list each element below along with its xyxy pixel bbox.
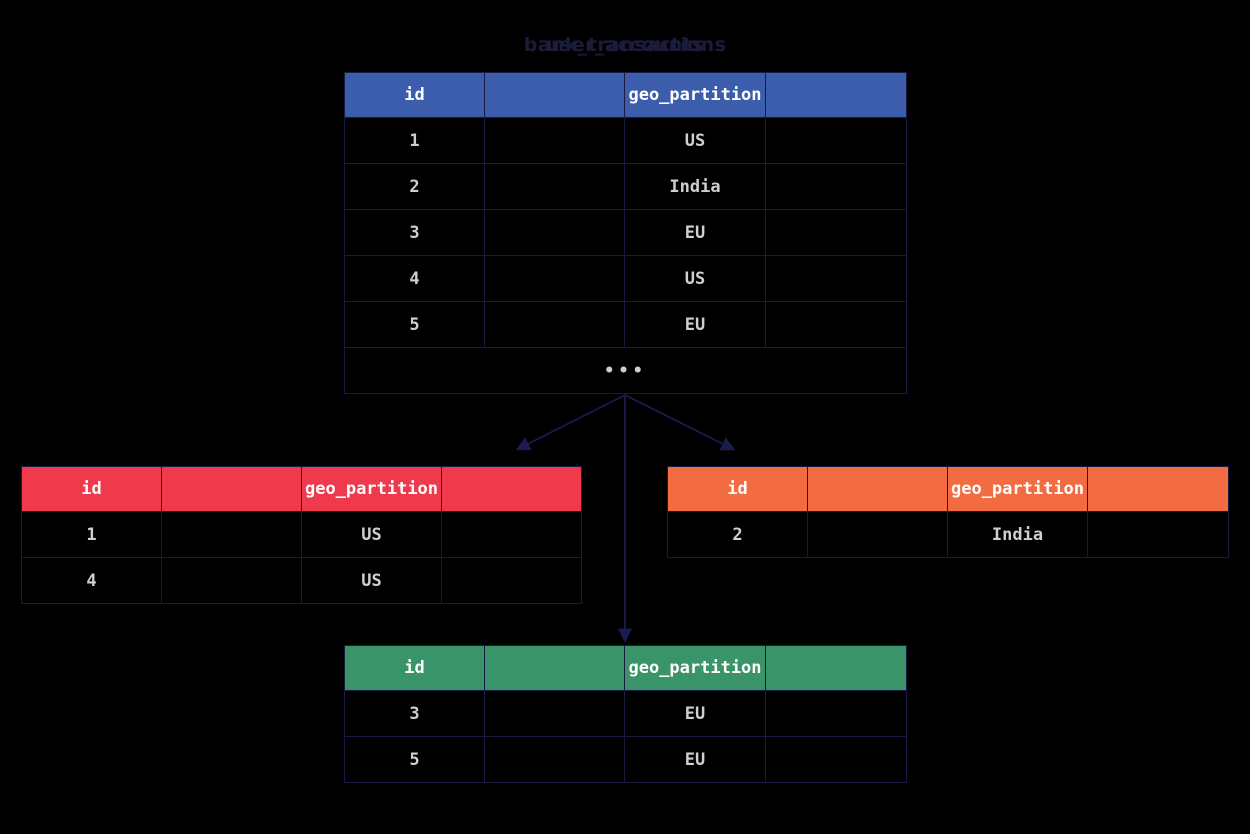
column-header-geo-partition: geo_partition bbox=[947, 466, 1088, 512]
cell-id: 1 bbox=[344, 117, 485, 164]
cell-id: 3 bbox=[344, 209, 485, 256]
table-row: 5 EU bbox=[344, 301, 907, 348]
cell-id: 5 bbox=[344, 301, 485, 348]
column-header-blank-2 bbox=[765, 645, 907, 691]
column-header-geo-partition: geo_partition bbox=[624, 645, 766, 691]
table-row: 3 EU bbox=[344, 690, 907, 737]
cell-id: 4 bbox=[21, 557, 162, 604]
table-row: 1 US bbox=[21, 511, 582, 558]
column-header-blank-1 bbox=[484, 645, 625, 691]
cell-blank-1 bbox=[484, 117, 625, 164]
column-header-geo-partition: geo_partition bbox=[624, 72, 766, 118]
cell-geo-partition: EU bbox=[624, 301, 766, 348]
table-header-row: id geo_partition bbox=[667, 466, 1229, 512]
cell-blank-1 bbox=[161, 511, 302, 558]
cell-geo-partition: EU bbox=[624, 209, 766, 256]
table-row-ellipsis: ••• bbox=[344, 347, 907, 394]
arrow-to-us-table bbox=[515, 394, 626, 451]
cell-geo-partition: US bbox=[301, 511, 442, 558]
cell-blank-2 bbox=[765, 163, 907, 210]
column-header-blank-1 bbox=[484, 72, 625, 118]
cell-blank-1 bbox=[484, 255, 625, 302]
cell-blank-1 bbox=[484, 163, 625, 210]
cell-geo-partition: US bbox=[624, 117, 766, 164]
main-table-title-secondary: user_accounts bbox=[546, 34, 704, 56]
table-header-row: id geo_partition bbox=[21, 466, 582, 512]
partition-table-us: id geo_partition 1 US 4 US bbox=[21, 466, 582, 604]
table-header-row: id geo_partition bbox=[344, 645, 907, 691]
table-header-row: id geo_partition bbox=[344, 72, 907, 118]
table-row: 2 India bbox=[344, 163, 907, 210]
column-header-geo-partition: geo_partition bbox=[301, 466, 442, 512]
ellipsis-indicator: ••• bbox=[344, 347, 907, 394]
column-header-blank-2 bbox=[1087, 466, 1229, 512]
column-header-id: id bbox=[667, 466, 808, 512]
cell-id: 5 bbox=[344, 736, 485, 783]
cell-id: 2 bbox=[344, 163, 485, 210]
cell-geo-partition: US bbox=[301, 557, 442, 604]
cell-id: 1 bbox=[21, 511, 162, 558]
column-header-blank-1 bbox=[807, 466, 948, 512]
cell-id: 4 bbox=[344, 255, 485, 302]
cell-geo-partition: US bbox=[624, 255, 766, 302]
table-row: 3 EU bbox=[344, 209, 907, 256]
column-header-id: id bbox=[344, 645, 485, 691]
column-header-blank-2 bbox=[441, 466, 582, 512]
table-row: 4 US bbox=[344, 255, 907, 302]
cell-blank-2 bbox=[765, 301, 907, 348]
arrow-to-india-table bbox=[624, 394, 736, 451]
cell-geo-partition: India bbox=[947, 511, 1088, 558]
main-table-title-primary: bank_transactions bbox=[523, 34, 727, 56]
partition-table-eu: id geo_partition 3 EU 5 EU bbox=[344, 645, 907, 783]
cell-blank-2 bbox=[1087, 511, 1229, 558]
table-row: 4 US bbox=[21, 557, 582, 604]
cell-blank-1 bbox=[484, 690, 625, 737]
cell-blank-1 bbox=[484, 301, 625, 348]
column-header-id: id bbox=[344, 72, 485, 118]
table-row: 2 India bbox=[667, 511, 1229, 558]
cell-id: 3 bbox=[344, 690, 485, 737]
cell-blank-2 bbox=[765, 736, 907, 783]
partition-table-india: id geo_partition 2 India bbox=[667, 466, 1229, 558]
cell-geo-partition: EU bbox=[624, 690, 766, 737]
cell-blank-2 bbox=[765, 209, 907, 256]
table-row: 1 US bbox=[344, 117, 907, 164]
cell-blank-1 bbox=[807, 511, 948, 558]
cell-blank-1 bbox=[484, 736, 625, 783]
column-header-id: id bbox=[21, 466, 162, 512]
cell-geo-partition: EU bbox=[624, 736, 766, 783]
cell-blank-2 bbox=[765, 117, 907, 164]
cell-blank-2 bbox=[441, 557, 582, 604]
cell-blank-2 bbox=[441, 511, 582, 558]
cell-id: 2 bbox=[667, 511, 808, 558]
cell-blank-1 bbox=[161, 557, 302, 604]
column-header-blank-1 bbox=[161, 466, 302, 512]
cell-blank-2 bbox=[765, 255, 907, 302]
cell-blank-1 bbox=[484, 209, 625, 256]
cell-geo-partition: India bbox=[624, 163, 766, 210]
main-table: id geo_partition 1 US 2 India 3 bbox=[344, 72, 907, 394]
table-row: 5 EU bbox=[344, 736, 907, 783]
column-header-blank-2 bbox=[765, 72, 907, 118]
cell-blank-2 bbox=[765, 690, 907, 737]
